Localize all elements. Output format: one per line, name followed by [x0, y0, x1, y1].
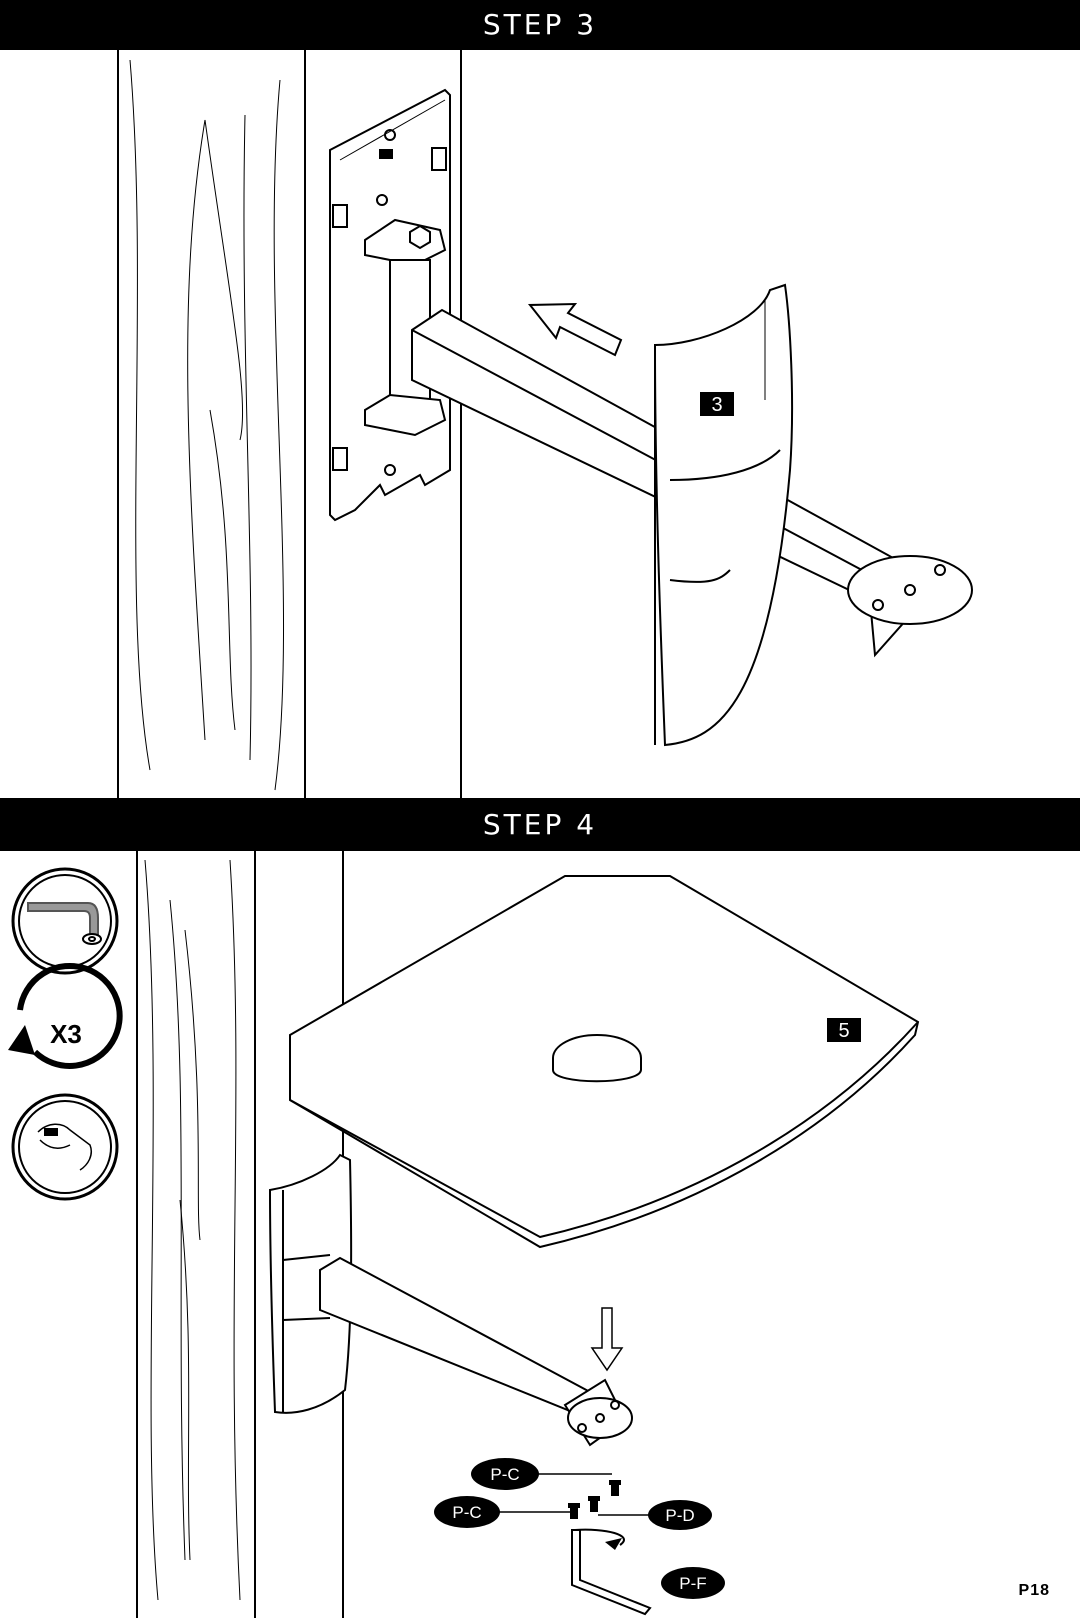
callout-p-f: P-F	[661, 1567, 725, 1599]
pivot-column	[364, 218, 447, 437]
step-4-header: STEP 4	[0, 798, 1080, 851]
svg-text:P-C: P-C	[452, 1503, 481, 1522]
page-number: P18	[1018, 1582, 1050, 1599]
hex-key-icon	[11, 867, 119, 975]
part-label-3: 3	[711, 394, 722, 416]
hardware-screws	[568, 1480, 625, 1550]
svg-text:P-C: P-C	[490, 1465, 519, 1484]
step-4-illustration: X3 5	[8, 851, 920, 1618]
tool-icons: X3	[8, 867, 123, 1201]
part-label-5: 5	[838, 1020, 849, 1042]
wall-bracket	[268, 1153, 353, 1414]
extension-arm	[319, 1256, 633, 1447]
callout-p-c-top: P-C	[471, 1458, 539, 1490]
direction-arrow-icon	[527, 302, 623, 357]
rotate-arrow-icon: X3	[8, 963, 123, 1069]
wall-section	[117, 50, 462, 798]
step-3-illustration: 3	[117, 50, 973, 798]
callout-p-d: P-D	[648, 1500, 712, 1530]
hand-tighten-icon	[11, 1093, 119, 1201]
step-3-header: STEP 3	[0, 0, 1080, 50]
hex-key-tool	[571, 1529, 652, 1616]
down-arrow-icon	[590, 1307, 624, 1372]
svg-text:P-F: P-F	[679, 1574, 706, 1593]
arm-cover: 3	[653, 283, 794, 747]
callout-p-c-left: P-C	[434, 1496, 500, 1528]
svg-text:P-D: P-D	[665, 1506, 694, 1525]
repeat-count-label: X3	[50, 1019, 82, 1049]
shelf-panel: 5	[289, 875, 920, 1249]
